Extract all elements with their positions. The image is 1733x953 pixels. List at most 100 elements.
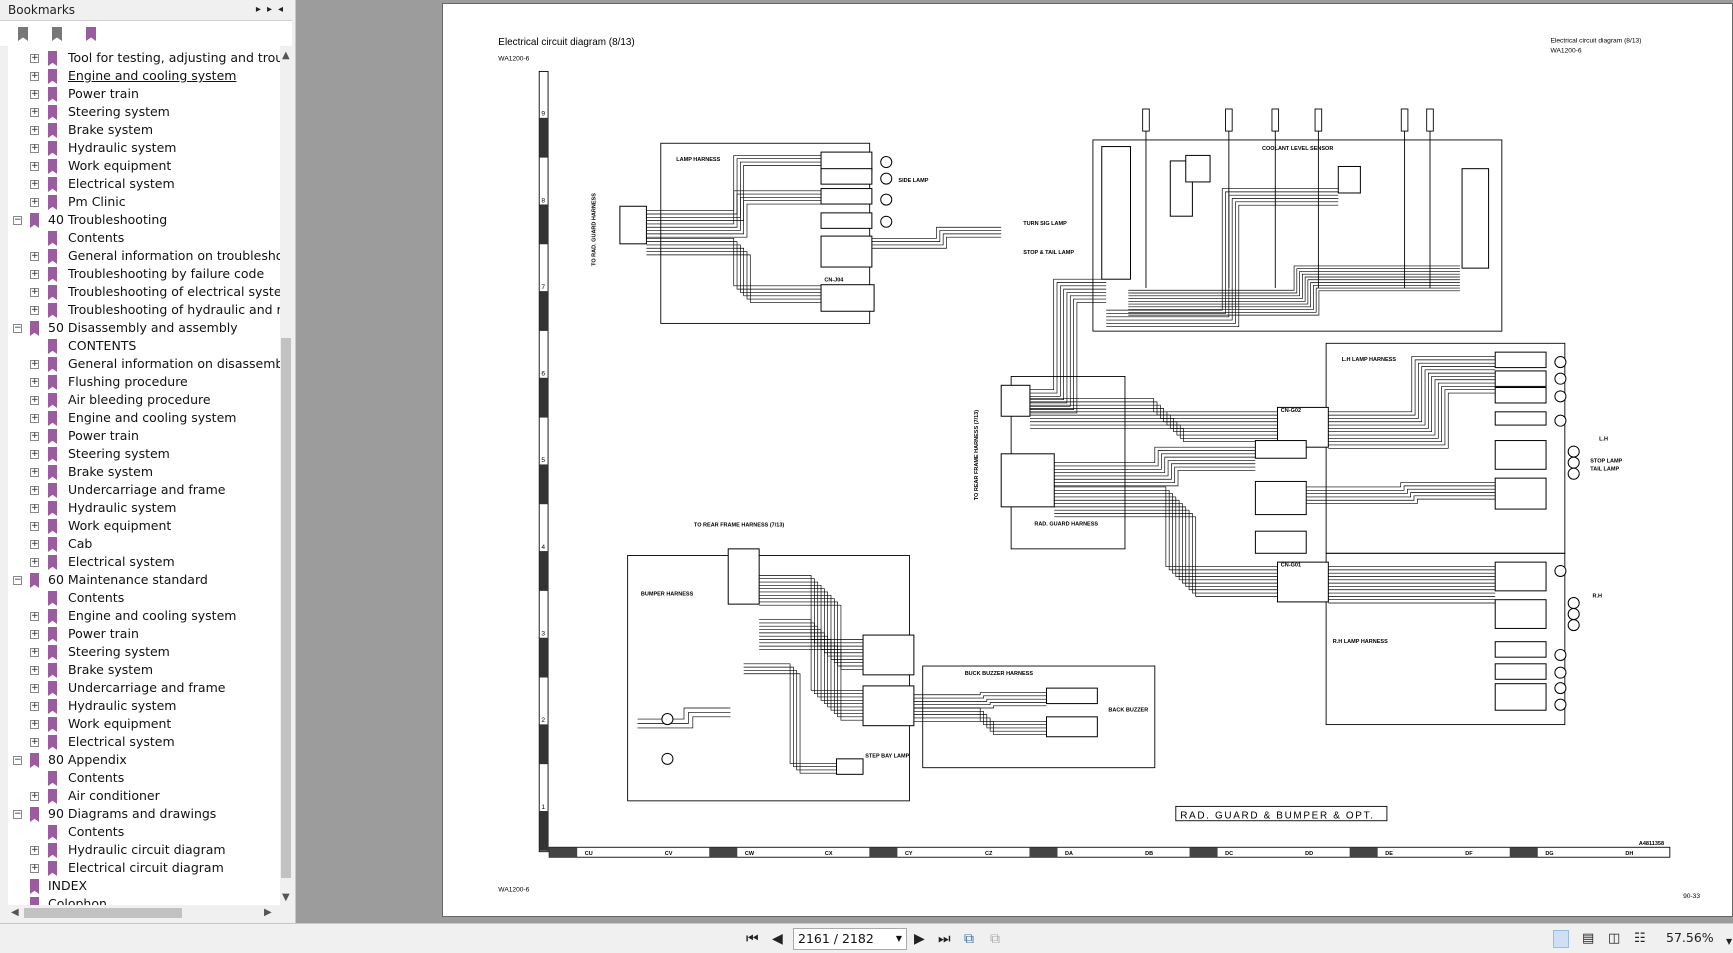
- scroll-down-icon[interactable]: ▼: [282, 892, 290, 903]
- bookmark-item[interactable]: +Work equipment: [8, 715, 280, 733]
- bookmark-item[interactable]: +Flushing procedure: [8, 373, 280, 391]
- bookmark-item[interactable]: +Power train: [8, 427, 280, 445]
- collapse-icon[interactable]: −: [13, 809, 22, 819]
- collapse-icon[interactable]: −: [13, 575, 22, 585]
- add-bookmark-icon[interactable]: [52, 27, 62, 41]
- bookmark-item[interactable]: Colophon: [8, 895, 280, 905]
- bookmark-item[interactable]: Contents: [8, 589, 280, 607]
- expand-icon[interactable]: +: [30, 359, 39, 369]
- expand-icon[interactable]: +: [30, 539, 39, 549]
- bookmark-item[interactable]: +Work equipment: [8, 517, 280, 535]
- zoom-dropdown-icon[interactable]: ▼: [1726, 937, 1733, 946]
- bookmark-item[interactable]: +Undercarriage and frame: [8, 679, 280, 697]
- bookmark-item[interactable]: +Brake system: [8, 661, 280, 679]
- expand-icon[interactable]: +: [30, 719, 39, 729]
- expand-icon[interactable]: +: [30, 107, 39, 117]
- collapse-panel-icon[interactable]: ◂: [277, 4, 289, 15]
- bookmark-item[interactable]: +Air conditioner: [8, 787, 280, 805]
- expand-icon[interactable]: +: [30, 251, 39, 261]
- expand-icon[interactable]: +: [30, 611, 39, 621]
- collapse-icon[interactable]: −: [13, 215, 22, 225]
- expand-icon[interactable]: +: [30, 161, 39, 171]
- bookmark-item[interactable]: +Hydraulic system: [8, 139, 280, 157]
- expand-icon[interactable]: +: [30, 449, 39, 459]
- expand-icon[interactable]: +: [30, 431, 39, 441]
- bookmark-item[interactable]: +Troubleshooting of hydraulic and mechan…: [8, 301, 280, 319]
- bookmark-item[interactable]: +General information on disassembly and …: [8, 355, 280, 373]
- expand-icon[interactable]: +: [30, 269, 39, 279]
- bookmark-item[interactable]: Contents: [8, 769, 280, 787]
- continuous-facing-view-icon[interactable]: ☷: [1634, 931, 1646, 946]
- expand-icon[interactable]: +: [30, 125, 39, 135]
- next-page-icon[interactable]: ▶: [914, 931, 925, 947]
- bookmark-item[interactable]: +Electrical system: [8, 175, 280, 193]
- expand-icon[interactable]: +: [30, 197, 39, 207]
- bookmark-item[interactable]: +Electrical circuit diagram: [8, 859, 280, 877]
- vertical-scroll-thumb[interactable]: [281, 338, 291, 878]
- last-page-icon[interactable]: ⏭: [938, 931, 951, 947]
- bookmark-item[interactable]: +Steering system: [8, 445, 280, 463]
- bookmark-item[interactable]: +Hydraulic system: [8, 697, 280, 715]
- expand-icon[interactable]: +: [30, 413, 39, 423]
- bookmark-item[interactable]: +Brake system: [8, 463, 280, 481]
- horizontal-scroll-thumb[interactable]: [24, 908, 182, 918]
- expand-icon[interactable]: +: [30, 53, 39, 63]
- bookmark-item[interactable]: +Cab: [8, 535, 280, 553]
- chevron-down-icon[interactable]: ▼: [895, 934, 902, 943]
- collapse-icon[interactable]: −: [13, 323, 22, 333]
- expand-icon[interactable]: +: [30, 521, 39, 531]
- page-number-input[interactable]: 2161 / 2182▼: [793, 928, 907, 950]
- expand-icon[interactable]: +: [30, 863, 39, 873]
- bookmark-item[interactable]: Contents: [8, 229, 280, 247]
- bookmark-item[interactable]: Contents: [8, 823, 280, 841]
- expand-icon[interactable]: +: [30, 89, 39, 99]
- expand-icon[interactable]: +: [30, 467, 39, 477]
- expand-icon[interactable]: +: [30, 629, 39, 639]
- collapse-icon[interactable]: −: [13, 755, 22, 765]
- continuous-view-icon[interactable]: ▤: [1582, 931, 1595, 946]
- bookmark-item[interactable]: +Work equipment: [8, 157, 280, 175]
- bookmark-item[interactable]: −40 Troubleshooting: [8, 211, 280, 229]
- previous-page-icon[interactable]: ◀: [772, 931, 783, 947]
- bookmark-item[interactable]: −90 Diagrams and drawings: [8, 805, 280, 823]
- bookmark-item[interactable]: CONTENTS: [8, 337, 280, 355]
- bookmark-item[interactable]: −80 Appendix: [8, 751, 280, 769]
- bookmark-item[interactable]: +Electrical system: [8, 553, 280, 571]
- bookmark-item[interactable]: +Pm Clinic: [8, 193, 280, 211]
- expand-icon[interactable]: +: [30, 395, 39, 405]
- bookmark-item[interactable]: +Engine and cooling system: [8, 67, 280, 85]
- expand-icon[interactable]: +: [30, 791, 39, 801]
- bookmark-item[interactable]: +Tool for testing, adjusting and trouble…: [8, 49, 280, 67]
- previous-view-icon[interactable]: ⧉: [964, 931, 974, 947]
- expand-icon[interactable]: +: [30, 143, 39, 153]
- bookmark-item[interactable]: +Undercarriage and frame: [8, 481, 280, 499]
- expand-icon[interactable]: +: [30, 701, 39, 711]
- bookmark-item[interactable]: INDEX: [8, 877, 280, 895]
- expand-icon[interactable]: +: [30, 485, 39, 495]
- bookmark-item[interactable]: +Brake system: [8, 121, 280, 139]
- options-icon[interactable]: ▸▸: [255, 4, 278, 15]
- expand-icon[interactable]: +: [30, 665, 39, 675]
- zoom-level[interactable]: 57.56%: [1666, 930, 1714, 945]
- bookmark-item[interactable]: +Steering system: [8, 643, 280, 661]
- facing-view-icon[interactable]: ◫: [1608, 931, 1621, 946]
- expand-icon[interactable]: +: [30, 71, 39, 81]
- bookmark-item[interactable]: +Electrical system: [8, 733, 280, 751]
- bookmark-item[interactable]: +Engine and cooling system: [8, 607, 280, 625]
- scroll-up-icon[interactable]: ▲: [282, 50, 290, 61]
- expand-icon[interactable]: +: [30, 737, 39, 747]
- expand-icon[interactable]: +: [30, 647, 39, 657]
- expand-icon[interactable]: +: [30, 377, 39, 387]
- expand-icon[interactable]: +: [30, 557, 39, 567]
- bookmark-item[interactable]: +Steering system: [8, 103, 280, 121]
- bookmark-item[interactable]: +Hydraulic circuit diagram: [8, 841, 280, 859]
- expand-icon[interactable]: +: [30, 179, 39, 189]
- expand-icon[interactable]: +: [30, 287, 39, 297]
- bookmark-item[interactable]: +Hydraulic system: [8, 499, 280, 517]
- expand-icon[interactable]: +: [30, 503, 39, 513]
- expand-icon[interactable]: +: [30, 305, 39, 315]
- bookmark-item[interactable]: +Power train: [8, 85, 280, 103]
- first-page-icon[interactable]: ⏮: [746, 931, 759, 947]
- next-view-icon[interactable]: ⧉: [990, 931, 1000, 947]
- bookmark-item[interactable]: +Air bleeding procedure: [8, 391, 280, 409]
